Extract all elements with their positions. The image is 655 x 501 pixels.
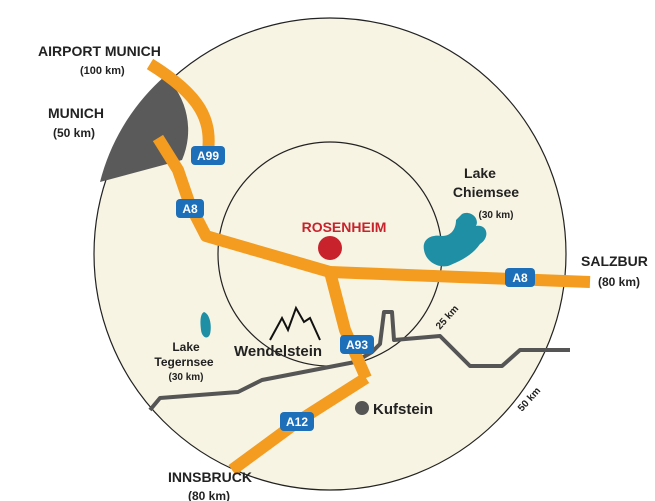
airport-munich-distance: (100 km) <box>80 65 125 77</box>
lake-chiemsee-label-line1: Lake <box>464 165 496 181</box>
kufstein-label: Kufstein <box>373 401 433 418</box>
highway-badge-a12: A12 <box>280 412 314 431</box>
innsbruck-distance: (80 km) <box>188 489 230 501</box>
munich-distance: (50 km) <box>53 126 95 140</box>
svg-text:A99: A99 <box>197 149 219 163</box>
svg-text:A8: A8 <box>182 202 198 216</box>
lake-chiemsee-distance: (30 km) <box>478 210 513 221</box>
salzburg-label: SALZBUR <box>581 253 648 269</box>
airport-munich-label: AIRPORT MUNICH <box>38 43 161 59</box>
svg-text:A8: A8 <box>512 271 528 285</box>
svg-text:A12: A12 <box>286 415 308 429</box>
road-a8-east <box>329 266 591 288</box>
border-line <box>148 310 570 412</box>
road-a93 <box>324 270 372 381</box>
wendelstein-label: Wendelstein <box>234 343 322 360</box>
lake-tegernsee-shape <box>200 312 211 338</box>
innsbruck-label: INNSBRUCK <box>168 469 252 485</box>
lake-chiemsee-shape <box>423 212 487 267</box>
lake-tegernsee-label-line2: Tegernsee <box>154 355 213 369</box>
lake-chiemsee-label-line2: Chiemsee <box>453 184 519 200</box>
highway-badge-a8-east: A8 <box>505 268 535 287</box>
kufstein-dot <box>355 401 369 415</box>
lake-tegernsee-label-line1: Lake <box>172 340 200 354</box>
highway-badge-a93: A93 <box>340 335 374 354</box>
munich-label: MUNICH <box>48 105 104 121</box>
mountain-icon <box>269 305 321 341</box>
rosenheim-label: ROSENHEIM <box>302 219 387 235</box>
road-a99 <box>146 58 215 160</box>
highway-badge-a8-west: A8 <box>176 199 204 218</box>
rosenheim-dot <box>318 236 342 260</box>
lake-tegernsee-distance: (30 km) <box>168 372 203 383</box>
salzburg-distance: (80 km) <box>598 275 640 289</box>
svg-text:A93: A93 <box>346 338 368 352</box>
highway-badge-a99: A99 <box>191 146 225 165</box>
